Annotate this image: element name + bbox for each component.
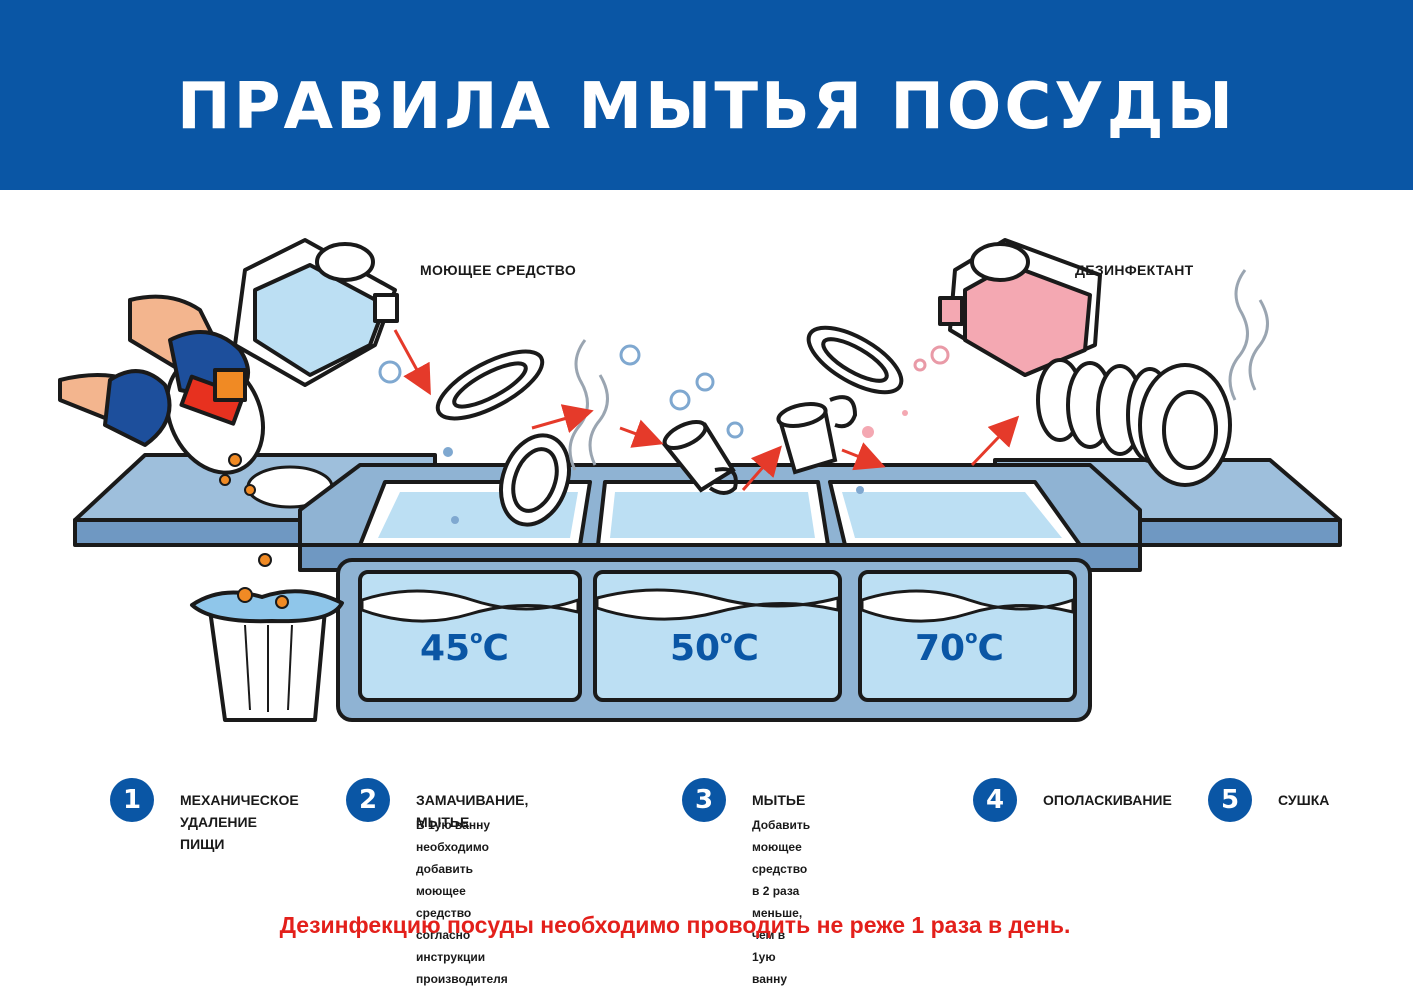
dots-icon — [443, 410, 908, 524]
page-title: ПРАВИЛА МЫТЬЯ ПОСУДЫ — [177, 70, 1236, 144]
sink-temp-2-unit: C — [732, 628, 759, 669]
process-arrows — [393, 329, 1020, 491]
step-2-number: 2 — [346, 778, 390, 822]
plates-in-motion-icon — [435, 325, 904, 527]
step-2-title: ЗАМАЧИВАНИЕ, МЫТЬЕ — [416, 792, 529, 830]
water-waves — [360, 588, 1075, 623]
step-3-description: Добавить моющее средство в 2 раза меньше… — [752, 818, 811, 986]
step-3-title: МЫТЬЕ — [752, 792, 806, 808]
step-5-number: 5 — [1208, 778, 1252, 822]
sink-temp-3: 70oC — [915, 627, 1004, 669]
disinfectant-label: ДЕЗИНФЕКТАНТ — [1075, 262, 1194, 278]
detergent-label: МОЮЩЕЕ СРЕДСТВО — [420, 262, 577, 278]
step-4-number: 4 — [973, 778, 1017, 822]
sink-temp-1-unit: C — [482, 628, 509, 669]
step-5-title: СУШКА — [1278, 792, 1330, 808]
disinfection-note: Дезинфекцию посуды необходимо проводить … — [279, 912, 1071, 938]
step-3-number: 3 — [682, 778, 726, 822]
hands-scraping-icon — [58, 294, 266, 496]
step-1-number: 1 — [110, 778, 154, 822]
disinfectant-bottle-icon — [938, 238, 1102, 377]
dishwashing-illustration — [58, 238, 1342, 722]
plate-stack-icon — [1036, 358, 1232, 487]
title-banner: ПРАВИЛА МЫТЬЯ ПОСУДЫ — [0, 0, 1413, 190]
cups-icon — [661, 395, 858, 495]
step-2-description: В 1ую ванну необходимо добавить моющее с… — [416, 818, 508, 986]
sink-temp-3-unit: C — [977, 628, 1004, 669]
sink-temp-3-value: 70 — [915, 628, 966, 669]
sink-temp-2-value: 50 — [670, 628, 721, 669]
detergent-bottle-icon — [233, 238, 399, 387]
sink-temp-2: 50oC — [670, 627, 759, 669]
sink-temp-1-value: 45 — [420, 628, 471, 669]
trash-bin-icon — [190, 553, 344, 722]
bubbles-icon — [378, 344, 950, 439]
step-4-title: ОПОЛАСКИВАНИЕ — [1043, 792, 1172, 808]
sink-temp-1: 45oC — [420, 627, 509, 669]
step-1-title: МЕХАНИЧЕСКОЕ УДАЛЕНИЕ ПИЩИ — [180, 792, 299, 852]
steam-icon — [568, 269, 1269, 471]
